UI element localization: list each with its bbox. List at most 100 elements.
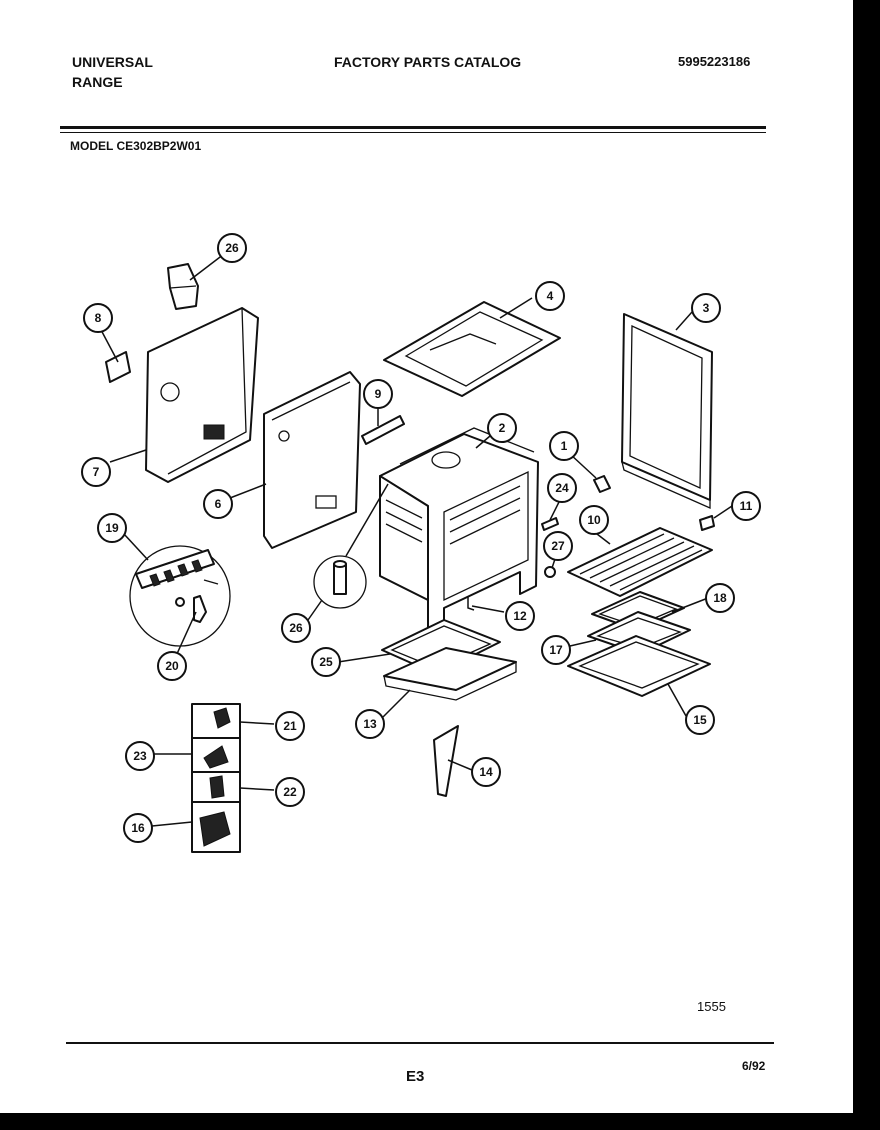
- leader-lines: [99, 253, 733, 827]
- part-27-screw: [544, 566, 556, 578]
- callout-circle: [547, 473, 577, 503]
- revision-date: 6/92: [742, 1059, 766, 1073]
- callout-label: 26: [225, 241, 239, 255]
- callout-10: 10: [579, 505, 609, 535]
- callout-4: 4: [535, 281, 565, 311]
- part-19-20-inset: [129, 545, 231, 647]
- callout-27: 27: [543, 531, 573, 561]
- callout-circle: [81, 457, 111, 487]
- callout-9: 9: [363, 379, 393, 409]
- header-rule: [60, 126, 766, 129]
- callout-label: 26: [289, 621, 303, 635]
- callout-23: 23: [125, 741, 155, 771]
- callout-label: 27: [551, 539, 565, 553]
- callout-circle: [311, 647, 341, 677]
- callout-circle: [203, 489, 233, 519]
- callout-circle: [487, 413, 517, 443]
- part-15-broiler-pan: [567, 635, 711, 697]
- callout-label: 19: [105, 521, 119, 535]
- callout-circle: [691, 293, 721, 323]
- callout-circle: [471, 757, 501, 787]
- callout-label: 13: [363, 717, 377, 731]
- callout-circle: [731, 491, 761, 521]
- callout-12: 12: [505, 601, 535, 631]
- callout-circle: [123, 813, 153, 843]
- callout-label: 8: [95, 311, 102, 325]
- callout-26: 26: [281, 613, 311, 643]
- callout-label: 25: [319, 655, 333, 669]
- callout-circle: [275, 777, 305, 807]
- callout-circle: [275, 711, 305, 741]
- callout-22: 22: [275, 777, 305, 807]
- callout-label: 10: [587, 513, 601, 527]
- exploded-parts-diagram: 1234678910111213141516171819202122232425…: [81, 233, 761, 853]
- callout-label: 15: [693, 713, 707, 727]
- callout-17: 17: [541, 635, 571, 665]
- callout-circle: [125, 741, 155, 771]
- callout-label: 12: [513, 609, 527, 623]
- callout-label: 18: [713, 591, 727, 605]
- drawing-code: 1555: [697, 999, 726, 1014]
- part-2-oven-frame: [379, 427, 539, 631]
- callout-13: 13: [355, 709, 385, 739]
- parts-switch-stack: [191, 703, 241, 853]
- callout-20: 20: [157, 651, 187, 681]
- callout-circle: [549, 431, 579, 461]
- part-10-oven-rack: [567, 527, 713, 597]
- part-26-connector-inset: [313, 555, 367, 609]
- callout-circle: [705, 583, 735, 613]
- callout-label: 11: [740, 499, 753, 513]
- callout-label: 16: [131, 821, 145, 835]
- callout-label: 4: [547, 289, 554, 303]
- callout-label: 21: [283, 719, 297, 733]
- part-24-pin: [541, 517, 559, 531]
- callout-3: 3: [691, 293, 721, 323]
- callout-18: 18: [705, 583, 735, 613]
- part-14-bracket: [433, 725, 459, 797]
- header-rule-thin: [60, 132, 766, 133]
- callout-7: 7: [81, 457, 111, 487]
- catalog-page: UNIVERSAL RANGE FACTORY PARTS CATALOG 59…: [0, 0, 853, 1113]
- callout-label: 23: [133, 749, 147, 763]
- part-7-side-panel: [145, 307, 259, 483]
- brand-line-2: RANGE: [72, 74, 123, 90]
- callout-label: 1: [561, 439, 568, 453]
- part-13-drawer-base: [383, 647, 517, 701]
- callout-6: 6: [203, 489, 233, 519]
- callout-circle: [217, 233, 247, 263]
- callout-label: 2: [499, 421, 506, 435]
- callout-16: 16: [123, 813, 153, 843]
- callout-label: 7: [93, 465, 100, 479]
- callout-label: 6: [215, 497, 222, 511]
- callout-26: 26: [217, 233, 247, 263]
- part-6-rear-panel: [263, 371, 361, 549]
- callout-25: 25: [311, 647, 341, 677]
- callout-circle: [157, 651, 187, 681]
- part-12-hook: [467, 596, 475, 611]
- callout-circle: [535, 281, 565, 311]
- part-11-clip: [699, 515, 715, 531]
- part-9-bar: [361, 415, 405, 445]
- callout-circle: [363, 379, 393, 409]
- callout-24: 24: [547, 473, 577, 503]
- callout-circle: [97, 513, 127, 543]
- callout-group: 1234678910111213141516171819202122232425…: [81, 233, 761, 843]
- callout-19: 19: [97, 513, 127, 543]
- callout-11: 11: [731, 491, 761, 521]
- callout-label: 22: [283, 785, 297, 799]
- callout-14: 14: [471, 757, 501, 787]
- callout-circle: [541, 635, 571, 665]
- callout-circle: [685, 705, 715, 735]
- callout-2: 2: [487, 413, 517, 443]
- callout-label: 20: [165, 659, 179, 673]
- callout-label: 17: [549, 643, 563, 657]
- callout-circle: [281, 613, 311, 643]
- callout-circle: [355, 709, 385, 739]
- page-id: E3: [406, 1068, 425, 1085]
- callout-label: 14: [479, 765, 493, 779]
- part-4-top-cover: [383, 301, 561, 397]
- footer-rule: [66, 1042, 774, 1044]
- callout-circle: [579, 505, 609, 535]
- callout-15: 15: [685, 705, 715, 735]
- part-1-clip: [593, 475, 611, 493]
